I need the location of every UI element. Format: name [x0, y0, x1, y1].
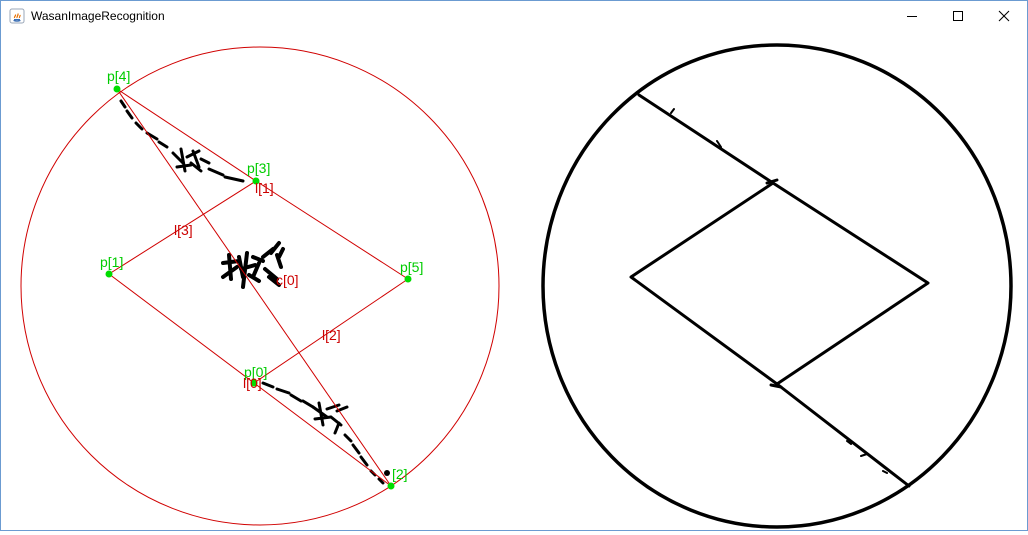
detected-geometry	[20, 46, 500, 526]
line-label-l2: l[2]	[322, 327, 341, 343]
detected-circle	[20, 46, 500, 526]
point-p1[interactable]	[105, 270, 113, 278]
circle-label-c0: c[0]	[276, 272, 299, 288]
line-labels: l[0] l[1] l[2] l[3] c[0]	[174, 180, 341, 391]
minimize-button[interactable]	[889, 1, 935, 31]
source-ink-fragments	[119, 99, 390, 485]
point-label-p3: p[3]	[247, 160, 270, 176]
point-label-p4: p[4]	[107, 68, 130, 84]
detected-line-upper-diagonal	[116, 88, 257, 182]
detected-line-lower-diagonal	[253, 382, 392, 487]
maximize-button[interactable]	[935, 1, 981, 31]
maximize-icon	[953, 11, 963, 21]
binarized-circle	[541, 43, 1013, 529]
detected-points	[105, 85, 412, 490]
point-labels: p[0] p[1] [2] p[3] p[4] p[5]	[100, 68, 423, 482]
java-icon	[9, 8, 25, 24]
point-label-p2: [2]	[392, 466, 408, 482]
close-button[interactable]	[981, 1, 1027, 31]
detected-line-l3	[108, 180, 257, 275]
minimize-icon	[907, 16, 917, 17]
close-icon	[998, 10, 1010, 22]
line-label-l0: l[0]	[243, 375, 262, 391]
detected-line-l0	[116, 88, 392, 487]
binarized-upper-diagonal	[637, 93, 775, 185]
line-label-l3: l[3]	[174, 222, 193, 238]
binarized-image-pane	[521, 31, 1027, 530]
point-p4[interactable]	[113, 85, 121, 93]
binarized-diagram	[541, 43, 1013, 529]
detected-line-l0-segment	[108, 273, 255, 384]
window-title: WasanImageRecognition	[31, 9, 165, 23]
recognition-overlay-pane: p[0] p[1] [2] p[3] p[4] p[5] l[0] l[1] l…	[1, 31, 521, 530]
recognition-overlay-canvas: p[0] p[1] [2] p[3] p[4] p[5] l[0] l[1] l…	[20, 46, 500, 526]
binarized-diamond	[629, 181, 930, 386]
binarized-lower-diagonal	[775, 382, 911, 488]
point-label-p5: p[5]	[400, 259, 423, 275]
point-label-p0: p[0]	[244, 364, 267, 380]
point-p5[interactable]	[404, 275, 412, 283]
title-bar[interactable]: WasanImageRecognition	[1, 1, 1027, 31]
detected-line-l2	[253, 278, 409, 384]
point-p0[interactable]	[250, 379, 258, 387]
point-p3[interactable]	[252, 177, 260, 185]
content-area: p[0] p[1] [2] p[3] p[4] p[5] l[0] l[1] l…	[1, 31, 1027, 530]
line-label-l1: l[1]	[255, 180, 274, 196]
detected-line-l1-segment	[255, 180, 409, 280]
binarized-diagram-canvas	[541, 43, 1013, 529]
point-label-p1: p[1]	[100, 254, 123, 270]
point-p2[interactable]	[387, 482, 395, 490]
